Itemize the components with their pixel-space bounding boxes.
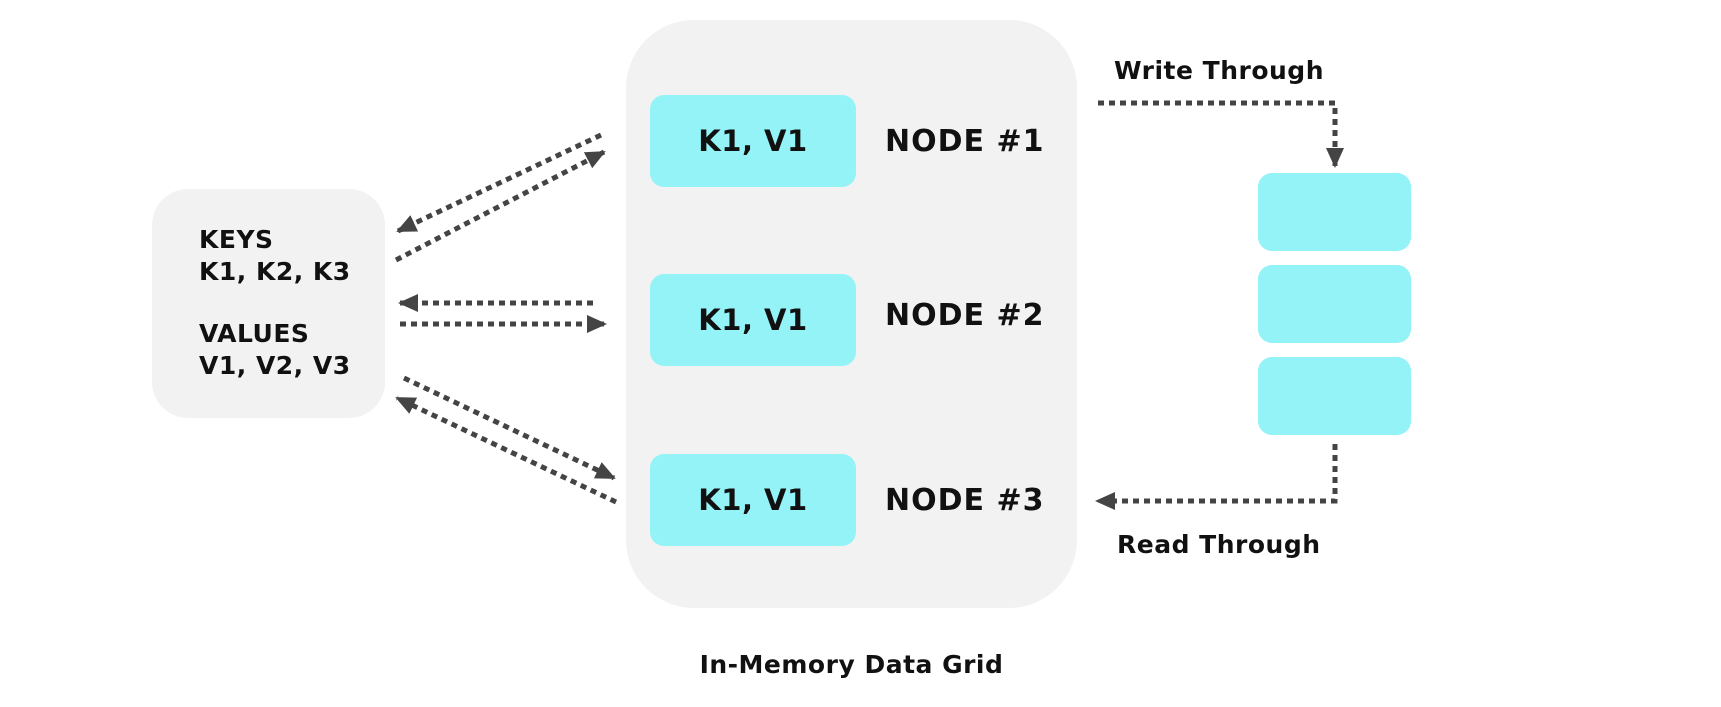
- values-heading: VALUES: [199, 319, 310, 348]
- node-2-label: NODE #2: [885, 298, 1045, 333]
- arrow-client-to-node1: [394, 149, 606, 263]
- node-1-label: NODE #1: [885, 124, 1045, 159]
- keys-heading: KEYS: [199, 225, 274, 254]
- values-value: V1, V2, V3: [199, 351, 351, 380]
- node-3-label: NODE #3: [885, 483, 1045, 518]
- client-values: VALUES V1, V2, V3: [199, 318, 351, 382]
- arrow-client-to-node3: [402, 375, 616, 481]
- grid-caption: In-Memory Data Grid: [699, 650, 1004, 679]
- store-block-3: [1258, 357, 1411, 435]
- arrow-node3-to-client: [395, 395, 618, 505]
- keys-value: K1, K2, K3: [199, 257, 351, 286]
- client-keys: KEYS K1, K2, K3: [199, 224, 351, 288]
- node-1-cell: K1, V1: [650, 95, 856, 187]
- arrow-node1-to-client: [396, 132, 603, 234]
- node-2-cell: K1, V1: [650, 274, 856, 366]
- store-block-2: [1258, 265, 1411, 343]
- arrow-write-through: [1098, 100, 1344, 168]
- store-block-1: [1258, 173, 1411, 251]
- write-through-label: Write Through: [1114, 56, 1324, 85]
- client-panel: [152, 189, 385, 418]
- node-3-cell: K1, V1: [650, 454, 856, 546]
- read-through-label: Read Through: [1117, 530, 1321, 559]
- arrow-read-through: [1095, 444, 1338, 510]
